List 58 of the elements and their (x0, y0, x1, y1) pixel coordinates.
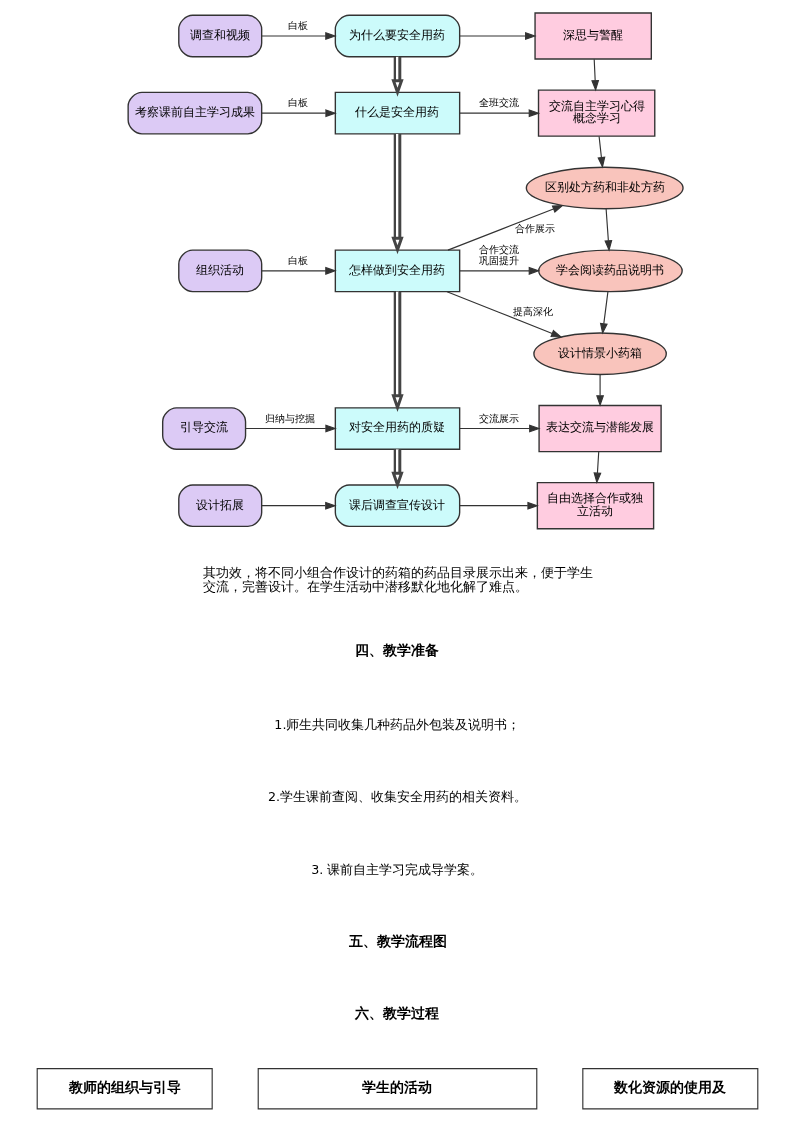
edge-label: 交流展示 (478, 411, 519, 424)
arrow (595, 374, 604, 407)
arrow (458, 109, 540, 118)
node-box: 深思与警醒 (533, 12, 652, 60)
node-box: 调查和视频 (177, 14, 262, 58)
arrow (260, 501, 337, 510)
node-box: 怎样做到安全用药 (334, 249, 460, 293)
label: 2.学生课前查阅、收集安全用药的相关资料。 (267, 789, 527, 805)
arrow (244, 424, 337, 433)
arrow (260, 109, 337, 118)
label: 数化资源的使用及 (613, 1078, 726, 1095)
node-ellipse: 设计情景小药箱 (532, 332, 667, 376)
node-box: 表达交流与潜能发展 (537, 404, 662, 453)
node-box: 为什么要安全用药 (334, 14, 460, 58)
arrow (390, 56, 404, 97)
edge-label: 合作交流巩固提升 (478, 242, 519, 267)
edge-label: 白板 (288, 254, 309, 267)
node-box: 什么是安全用药 (334, 91, 460, 135)
arrow (458, 266, 540, 275)
arrow (260, 266, 337, 275)
label: 教师的组织与引导 (68, 1078, 181, 1095)
arrow (446, 205, 564, 251)
label: 四、教学准备 (354, 642, 439, 659)
arrow (445, 291, 562, 338)
arrow (458, 32, 537, 41)
arrow (458, 424, 541, 433)
label: 学生的活动 (361, 1078, 432, 1095)
node-box: 课后调查宣传设计 (334, 484, 460, 528)
arrow (390, 291, 404, 412)
node-box: 自由选择合作或独立活动 (536, 481, 654, 530)
node-box: 设计拓展 (177, 484, 262, 528)
node-ellipse: 学会阅读药品说明书 (537, 249, 683, 293)
arrow (592, 451, 601, 485)
node-box: 组织活动 (177, 249, 262, 293)
label: 3. 课前自主学习完成导学案。 (310, 861, 483, 877)
arrow (260, 32, 337, 41)
node-ellipse: 区别处方药和非处方药 (525, 166, 684, 210)
node-box: 对安全用药的质疑 (334, 407, 460, 450)
arrow (590, 58, 599, 92)
label: 其功效，将不同小组合作设计的药箱的药品目录展示出来，便于学生交流，完善设计。在学生活动中潜移默化地化解了难点。 (202, 564, 593, 594)
edge-label: 合作展示 (514, 221, 555, 234)
arrow (458, 501, 539, 510)
node-box: 引导交流 (161, 407, 246, 450)
edge-label: 白板 (288, 96, 309, 109)
edge-label: 全班交流 (478, 96, 519, 109)
node-box: 交流自主学习心得概念学习 (537, 89, 655, 137)
edge-label: 提高深化 (512, 304, 553, 317)
edge-label: 白板 (288, 19, 309, 32)
arrow (603, 208, 612, 252)
edge-label: 归纳与挖掘 (264, 411, 315, 424)
arrow (599, 291, 608, 335)
arrow (390, 134, 404, 255)
label: 五、教学流程图 (348, 932, 447, 949)
arrow (390, 449, 404, 490)
label: 六、教学过程 (354, 1005, 439, 1022)
node-box: 考察课前自主学习成果 (126, 91, 262, 135)
label: 1.师生共同收集几种药品外包装及说明书； (273, 716, 520, 732)
arrow (596, 135, 605, 169)
